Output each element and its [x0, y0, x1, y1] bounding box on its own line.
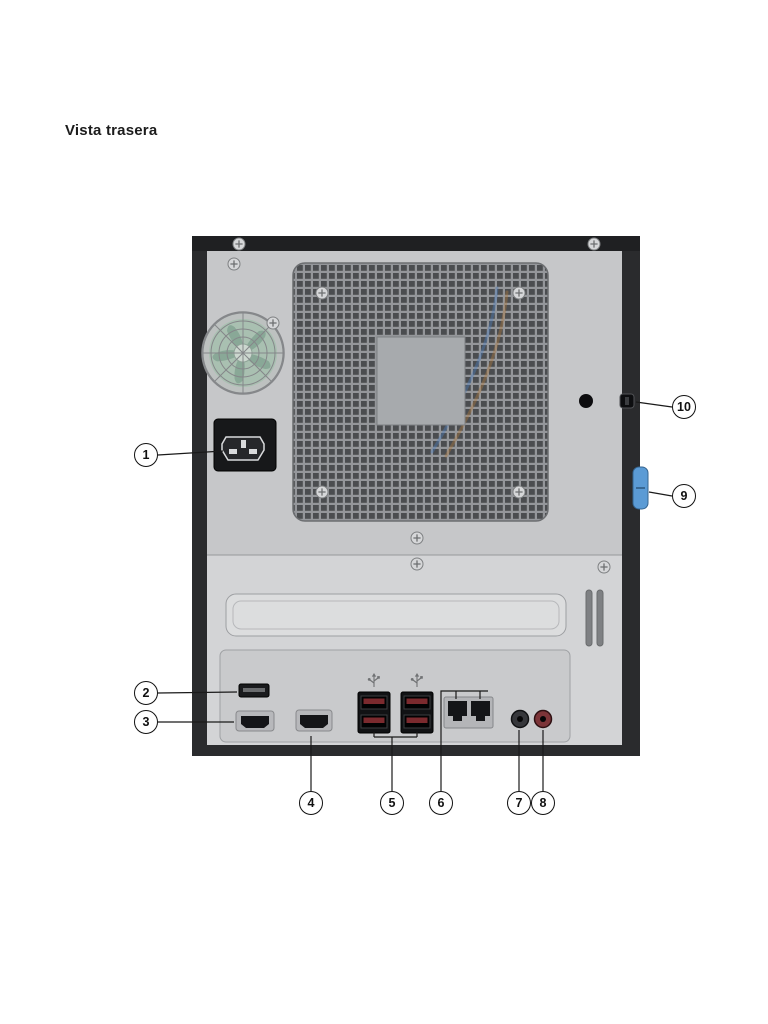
system-fan-vent — [292, 262, 549, 522]
callout-9-label: 9 — [680, 489, 688, 503]
security-lock-slot — [619, 393, 635, 409]
callout-5: 5 — [380, 791, 404, 815]
vent-hole — [579, 394, 593, 408]
fan-wires — [430, 286, 509, 458]
callout-line-10 — [635, 401, 673, 408]
bracket-vents — [585, 589, 604, 647]
callout-line-5 — [373, 732, 418, 791]
callout-1-label: 1 — [142, 448, 150, 462]
audio-jack-1 — [510, 709, 530, 729]
callout-7-label: 7 — [515, 796, 523, 810]
callout-6: 6 — [429, 791, 453, 815]
ethernet-ports — [443, 696, 494, 729]
callout-4: 4 — [299, 791, 323, 815]
callout-10-label: 10 — [677, 400, 691, 414]
esata-port — [238, 683, 270, 698]
callout-8-label: 8 — [539, 796, 547, 810]
usb-stack-2 — [400, 691, 434, 734]
usb-stack-1 — [357, 691, 391, 734]
page-title: Vista trasera — [65, 122, 158, 139]
callout-3: 3 — [134, 710, 158, 734]
usb-ports — [357, 672, 434, 734]
expansion-slot-cover — [225, 593, 567, 637]
callout-7: 7 — [507, 791, 531, 815]
callout-1: 1 — [134, 443, 158, 467]
audio-jacks — [510, 709, 553, 729]
callout-6-label: 6 — [437, 796, 445, 810]
callout-4-label: 4 — [307, 796, 315, 810]
callout-5-label: 5 — [388, 796, 396, 810]
video-port-2 — [295, 709, 333, 732]
callout-8: 8 — [531, 791, 555, 815]
callout-2: 2 — [134, 681, 158, 705]
callout-line-9 — [648, 491, 673, 497]
callout-9: 9 — [672, 484, 696, 508]
video-port-1 — [235, 710, 275, 732]
release-latch — [632, 466, 649, 510]
callout-3-label: 3 — [142, 715, 150, 729]
psu-fan-grille — [201, 311, 285, 395]
audio-jack-2 — [533, 709, 553, 729]
callout-line-6 — [440, 690, 488, 791]
callout-2-label: 2 — [142, 686, 150, 700]
power-connector — [213, 418, 277, 472]
callout-lines — [157, 401, 673, 791]
callout-line-2 — [157, 691, 238, 694]
callout-line-1 — [157, 450, 224, 456]
callout-10: 10 — [672, 395, 696, 419]
